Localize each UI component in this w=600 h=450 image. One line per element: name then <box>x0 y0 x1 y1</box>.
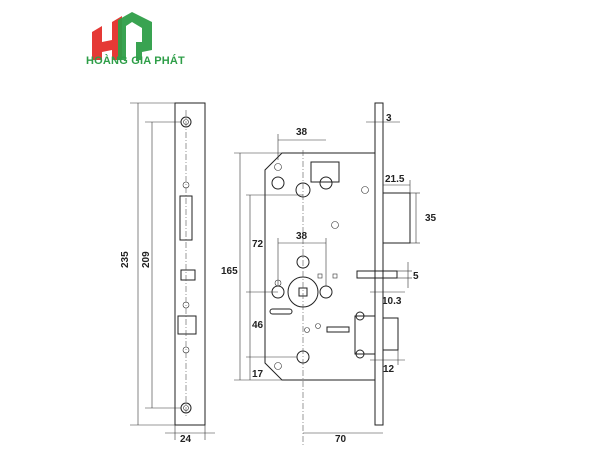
dim-12-label: 12 <box>383 364 395 375</box>
dim-46-label: 46 <box>252 320 264 331</box>
dim-235: 235 <box>120 102 175 426</box>
dim-70: 70 <box>303 432 383 445</box>
dim-72-label: 72 <box>252 239 264 250</box>
dim-21-5: 21.5 <box>383 174 411 193</box>
faceplate-front-view <box>174 102 206 426</box>
dim-35: 35 <box>410 192 437 244</box>
dim-46: 46 <box>246 292 297 380</box>
dim-38-mid-label: 38 <box>296 231 308 242</box>
dim-5-label: 5 <box>413 271 419 282</box>
dim-3: 3 <box>366 113 400 124</box>
dim-21-5-label: 21.5 <box>385 174 405 185</box>
dim-24-label: 24 <box>180 434 192 445</box>
dim-38-top-label: 38 <box>296 127 308 138</box>
dim-209: 209 <box>141 121 181 409</box>
dim-38-mid: 38 <box>277 231 327 286</box>
brand-logo <box>92 12 152 60</box>
brand-name: HOÀNG GIA PHÁT <box>86 55 185 67</box>
dim-24: 24 <box>165 425 215 445</box>
dim-70-label: 70 <box>335 434 347 445</box>
dim-5: 5 <box>397 262 419 288</box>
dim-10-3: 10.3 <box>370 291 405 307</box>
dim-72: 72 <box>246 194 303 293</box>
dim-235-label: 235 <box>120 251 131 268</box>
dim-38-top: 38 <box>277 127 326 160</box>
dim-12: 12 <box>370 350 405 375</box>
dim-10-3-label: 10.3 <box>382 296 402 307</box>
dim-165: 165 <box>221 152 282 381</box>
dim-17-label: 17 <box>252 369 264 380</box>
dim-35-label: 35 <box>425 213 437 224</box>
dim-209-label: 209 <box>141 251 152 268</box>
dim-17: 17 <box>252 369 264 380</box>
dim-3-label: 3 <box>386 113 392 124</box>
lock-body <box>264 102 411 445</box>
dim-165-label: 165 <box>221 266 238 277</box>
